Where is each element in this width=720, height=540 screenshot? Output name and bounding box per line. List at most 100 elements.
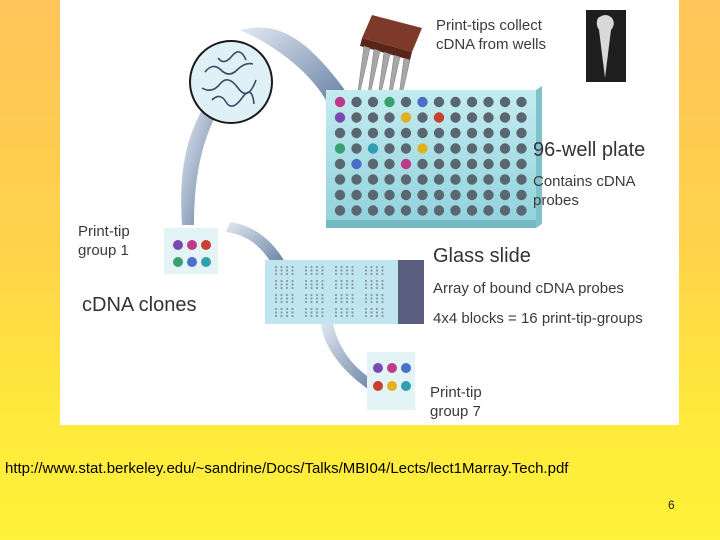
slide-spot: [381, 314, 384, 318]
well: [367, 205, 379, 216]
slide-spot: [321, 314, 324, 318]
slide-spot: [381, 293, 384, 297]
slide-spot: [315, 272, 319, 276]
slide-spot: [375, 297, 379, 300]
slide-spot: [381, 265, 384, 269]
slide-spot: [375, 314, 379, 318]
slide-spot: [345, 314, 349, 318]
slide-spot: [285, 269, 289, 272]
well: [367, 143, 379, 154]
well: [417, 112, 428, 123]
well: [400, 174, 412, 185]
slide-spot: [291, 314, 294, 318]
slide-spot: [340, 279, 343, 283]
well: [499, 205, 511, 216]
spot: [173, 240, 183, 250]
slide-spot: [321, 297, 324, 300]
slide-spot: [310, 300, 313, 304]
slide-spot: [370, 311, 373, 314]
well: [450, 112, 461, 123]
well: [466, 189, 478, 201]
slide-spot: [310, 269, 313, 272]
slide-spot: [321, 286, 324, 290]
slide-spot: [310, 272, 313, 276]
slide-spot: [340, 286, 343, 290]
slide-spot: [345, 311, 349, 314]
plate-subtitle: Contains cDNA probes: [533, 173, 636, 209]
slide-spot: [274, 311, 278, 314]
slide-spot: [304, 293, 308, 297]
slide-spot: [340, 293, 343, 297]
well: [384, 127, 395, 139]
slide-spot: [310, 293, 313, 297]
spot: [387, 381, 397, 391]
slide-spot: [310, 311, 313, 314]
well: [466, 127, 478, 139]
well: [334, 158, 346, 170]
well: [450, 143, 461, 154]
slide-spot: [285, 279, 289, 283]
well: [466, 143, 478, 154]
well: [417, 189, 428, 201]
slide-spot: [351, 293, 354, 297]
spot: [187, 240, 197, 250]
well: [483, 96, 494, 108]
slide-spot: [321, 269, 324, 272]
slide-spot: [351, 300, 354, 304]
slide-spot: [345, 283, 349, 286]
slide-spot: [340, 300, 343, 304]
slide-spot: [351, 265, 354, 269]
slide-spot: [364, 286, 368, 290]
slide-spot: [315, 314, 319, 318]
slide-spot: [274, 286, 278, 290]
slide-spot: [375, 265, 379, 269]
well: [433, 112, 445, 123]
slide-spot: [381, 269, 384, 272]
cdna-clones-label: cDNA clones: [82, 294, 197, 316]
slide-spot: [274, 300, 278, 304]
well: [516, 96, 527, 108]
slide-spot: [334, 293, 338, 297]
slide-spot: [274, 283, 278, 286]
slide-spot: [364, 272, 368, 276]
slide-spot: [340, 307, 343, 311]
well: [466, 96, 478, 108]
slide-spot: [381, 311, 384, 314]
slide-spot: [375, 269, 379, 272]
well: [499, 127, 511, 139]
spot: [373, 363, 383, 373]
slide-spot: [334, 269, 338, 272]
spot: [401, 363, 411, 373]
spot: [401, 381, 411, 391]
slide-spot: [291, 293, 294, 297]
well: [417, 127, 428, 139]
well: [367, 96, 379, 108]
slide-spot: [364, 307, 368, 311]
slide-spot: [291, 297, 294, 300]
slide-spot: [304, 286, 308, 290]
slide-spot: [321, 293, 324, 297]
slide-spot: [334, 265, 338, 269]
well: [384, 205, 395, 216]
slide-spot: [280, 265, 283, 269]
slide-spot: [304, 307, 308, 311]
slide-spot: [351, 279, 354, 283]
well: [516, 112, 527, 123]
well: [499, 112, 511, 123]
slide-spot: [315, 307, 319, 311]
slide-spot: [310, 297, 313, 300]
well: [417, 158, 428, 170]
slide-spot: [345, 286, 349, 290]
slide-spot: [280, 283, 283, 286]
source-url[interactable]: http://www.stat.berkeley.edu/~sandrine/D…: [5, 460, 569, 477]
slide-spot: [364, 311, 368, 314]
slide-spot: [280, 279, 283, 283]
slide-spot: [351, 283, 354, 286]
well: [417, 174, 428, 185]
slide-spot: [304, 314, 308, 318]
slide-spot: [370, 272, 373, 276]
slide-spot: [310, 279, 313, 283]
slide-spot: [340, 311, 343, 314]
slide-spot: [285, 311, 289, 314]
slide-spot: [315, 279, 319, 283]
